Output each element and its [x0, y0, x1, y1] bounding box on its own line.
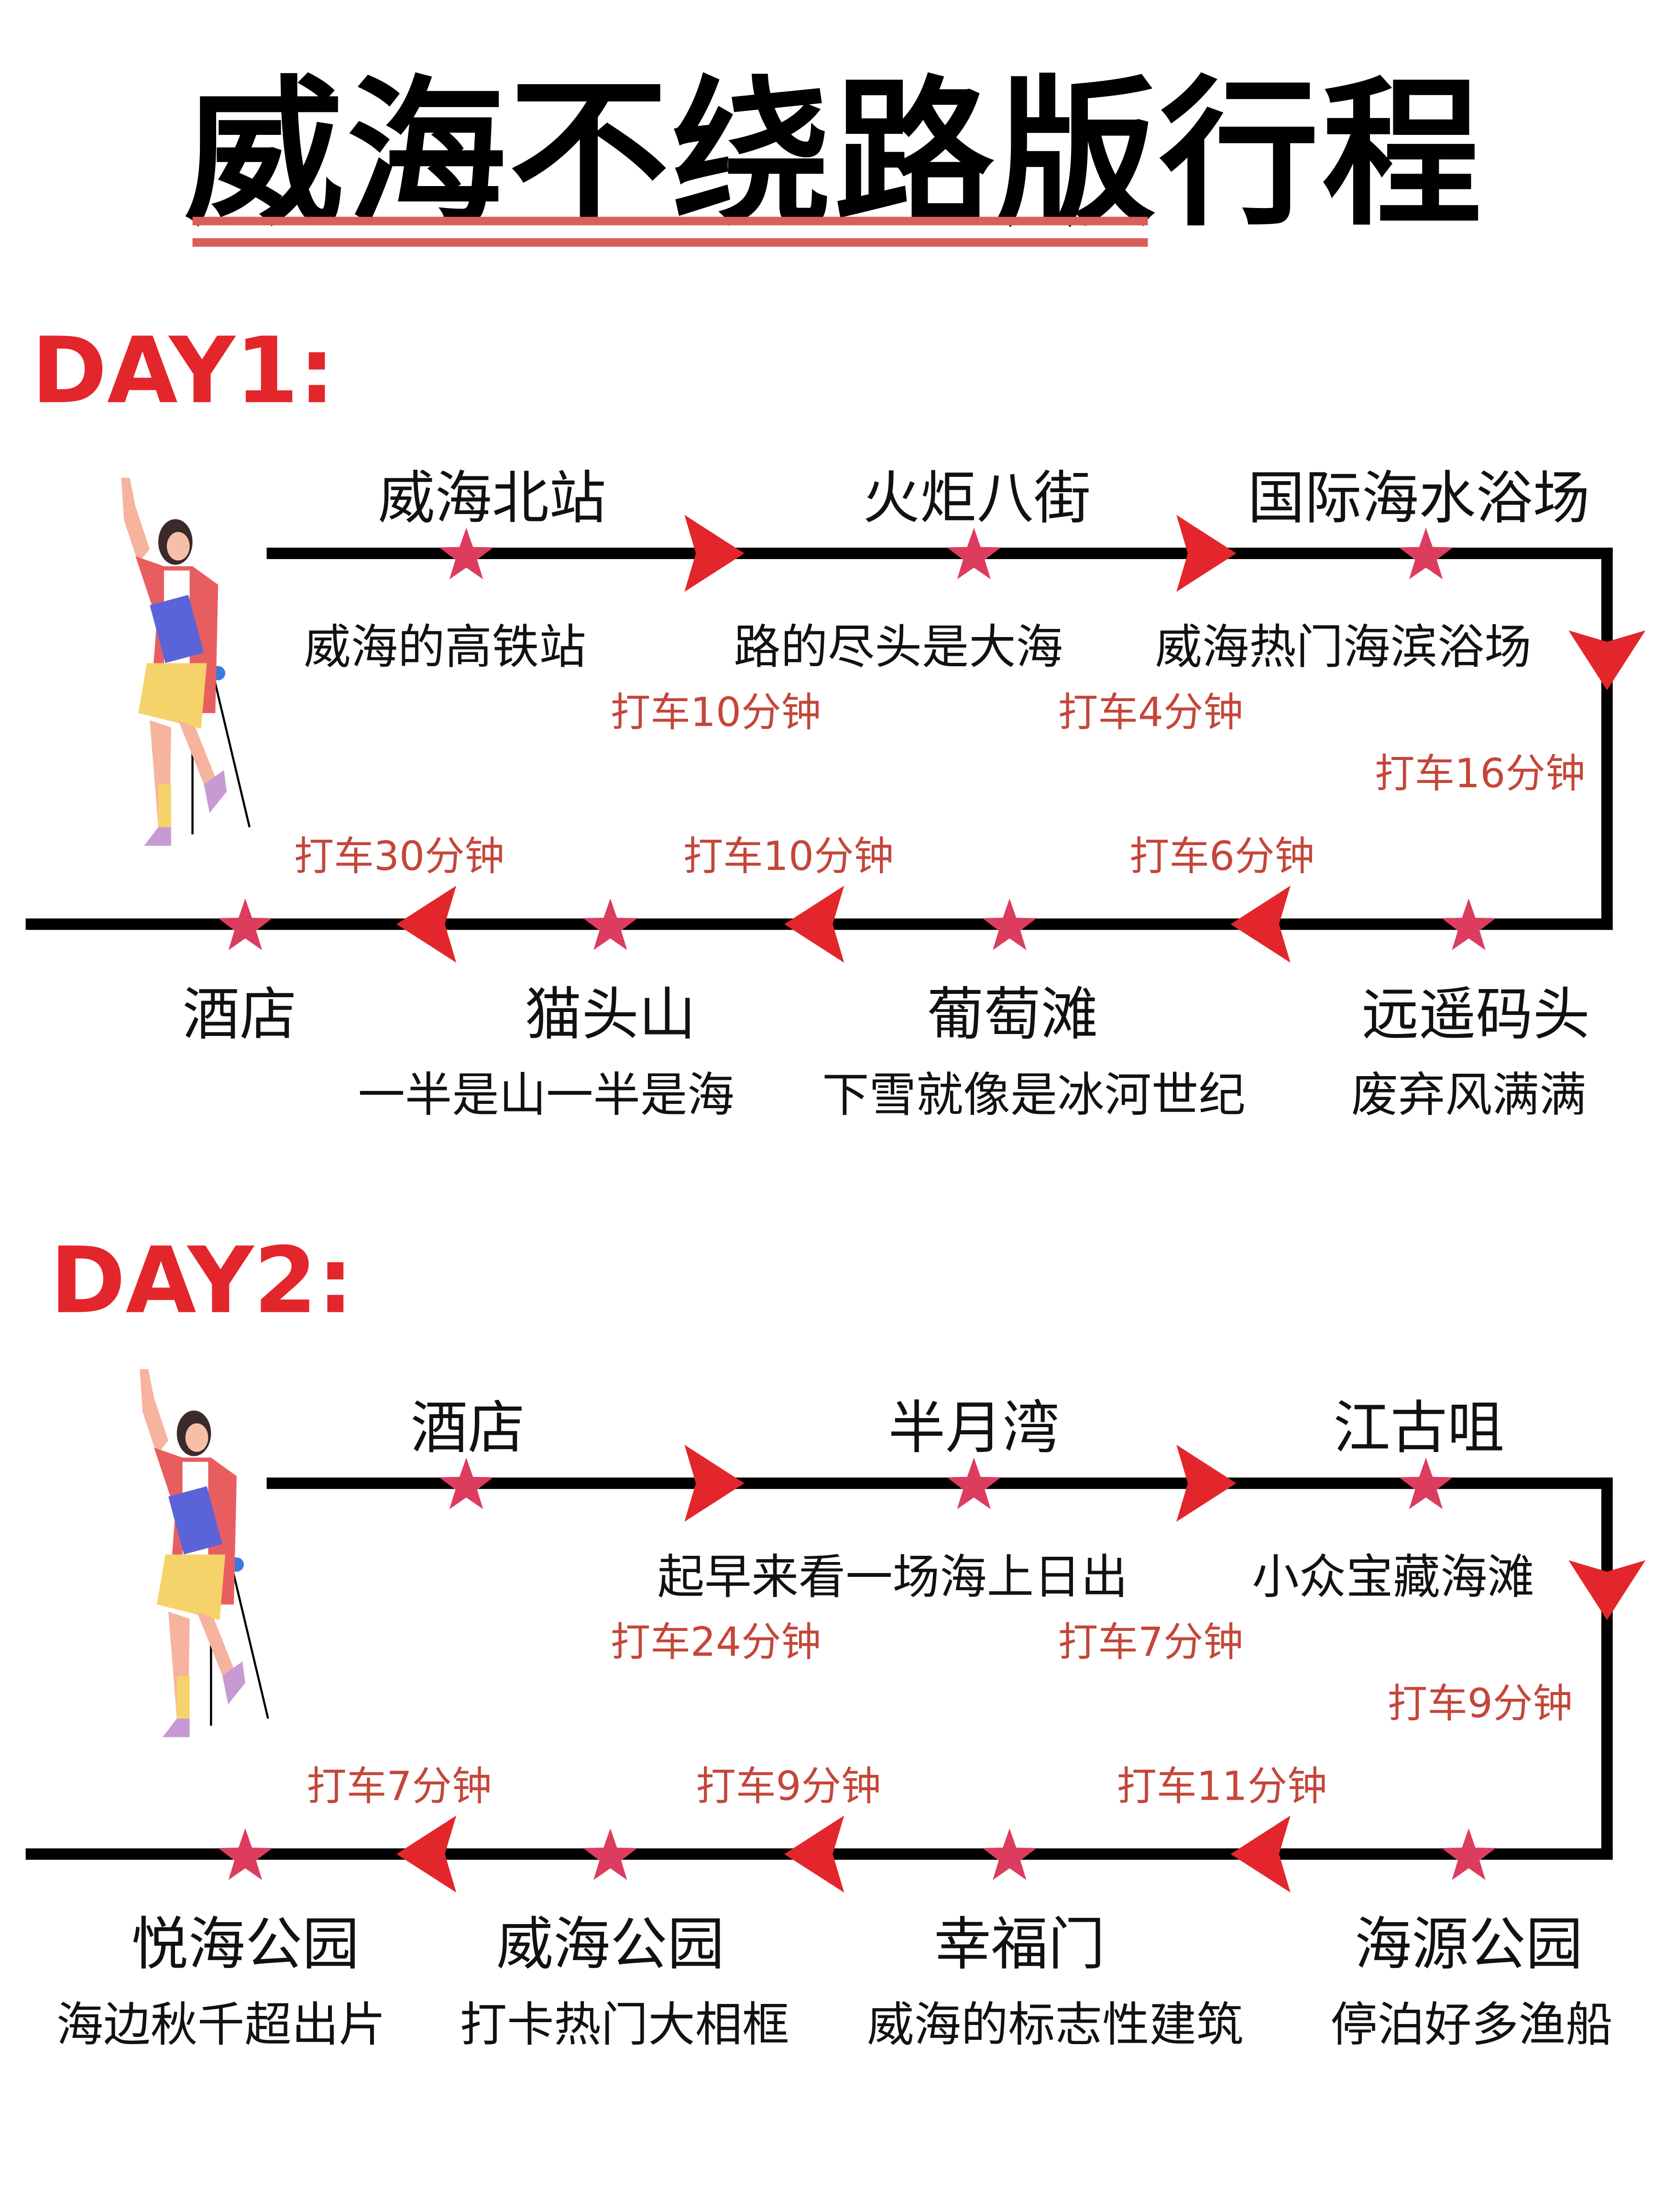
stop-description: 打卡热门大相框: [460, 1996, 789, 2053]
stop-name: 葡萄滩: [927, 982, 1098, 1048]
arrow-left-icon: [1230, 1816, 1291, 1893]
arrow-right-icon: [1176, 1444, 1237, 1522]
title-underline: [192, 238, 1148, 247]
stop-name: 酒店: [182, 982, 297, 1048]
star-marker-icon: [1399, 528, 1453, 580]
stop-description: 停泊好多渔船: [1330, 1996, 1613, 2053]
star-marker-icon: [439, 1457, 493, 1509]
arrow-left-icon: [396, 885, 457, 963]
arrow-right-icon: [684, 1444, 745, 1522]
arrow-left-icon: [784, 885, 844, 963]
taxi-time: 打车7分钟: [307, 1762, 492, 1810]
taxi-time: 打车6分钟: [1129, 833, 1315, 880]
star-marker-icon: [1399, 1457, 1453, 1509]
stop-description: 威海的高铁站: [304, 619, 586, 675]
stop-name: 酒店: [410, 1396, 525, 1462]
stop-description: 下雪就像是冰河世纪: [822, 1067, 1246, 1123]
stop-name: 威海公园: [496, 1912, 724, 1979]
taxi-time: 打车24分钟: [610, 1618, 822, 1666]
stop-description: 小众宝藏海滩: [1252, 1549, 1534, 1605]
taxi-time: 打车4分钟: [1058, 689, 1244, 736]
arrow-left-icon: [396, 1816, 457, 1893]
stop-name: 海源公园: [1354, 1912, 1583, 1979]
arrow-left-icon: [784, 1816, 844, 1893]
stop-name: 火炬八街: [863, 466, 1091, 532]
girl-illustration-icon: [121, 477, 251, 846]
route-line-top: [266, 548, 1613, 559]
route-line-top: [266, 1477, 1613, 1489]
stop-name: 远遥码头: [1361, 982, 1590, 1048]
title-underline: [192, 217, 1148, 226]
taxi-time: 打车11分钟: [1117, 1762, 1327, 1810]
stop-description: 威海的标志性建筑: [867, 1996, 1244, 2053]
star-marker-icon: [218, 898, 273, 950]
stop-name: 国际海水浴场: [1248, 466, 1590, 532]
taxi-time: 打车16分钟: [1375, 750, 1586, 797]
stop-description: 威海热门海滨浴场: [1155, 619, 1532, 675]
stop-name: 幸福门: [934, 1912, 1106, 1979]
taxi-time: 打车30分钟: [294, 833, 505, 880]
star-marker-icon: [1441, 898, 1496, 950]
stop-description: 一半是山一半是海: [358, 1067, 734, 1123]
stop-description: 废弃风满满: [1351, 1067, 1587, 1123]
stop-name: 江古咀: [1333, 1396, 1505, 1462]
stop-name: 威海北站: [378, 466, 606, 532]
arrow-right-icon: [1176, 515, 1237, 592]
star-marker-icon: [947, 1457, 1001, 1509]
taxi-time: 打车9分钟: [696, 1762, 881, 1810]
taxi-time: 打车10分钟: [683, 833, 894, 880]
stop-description: 海边秋千超出片: [56, 1996, 386, 2053]
star-marker-icon: [982, 1828, 1037, 1880]
stop-description: 路的尽头是大海: [734, 619, 1063, 675]
taxi-time: 打车10分钟: [610, 689, 822, 736]
stop-name: 悦海公园: [131, 1912, 360, 1979]
star-marker-icon: [218, 1828, 273, 1880]
day-label: DAY1:: [31, 319, 335, 425]
girl-illustration-icon: [140, 1369, 269, 1738]
star-marker-icon: [583, 1828, 637, 1880]
star-marker-icon: [583, 898, 637, 950]
arrow-left-icon: [1230, 885, 1291, 963]
taxi-time: 打车7分钟: [1058, 1618, 1244, 1666]
stop-description: 起早来看一场海上日出: [657, 1549, 1128, 1605]
star-marker-icon: [1441, 1828, 1496, 1880]
day-label: DAY2:: [50, 1229, 354, 1335]
stop-name: 猫头山: [525, 982, 696, 1048]
stop-name: 半月湾: [888, 1396, 1060, 1462]
star-marker-icon: [947, 528, 1001, 580]
star-marker-icon: [439, 528, 493, 580]
star-marker-icon: [982, 898, 1037, 950]
arrow-down-icon: [1568, 1560, 1646, 1620]
arrow-right-icon: [684, 515, 745, 592]
taxi-time: 打车9分钟: [1387, 1680, 1573, 1728]
arrow-down-icon: [1568, 630, 1646, 691]
